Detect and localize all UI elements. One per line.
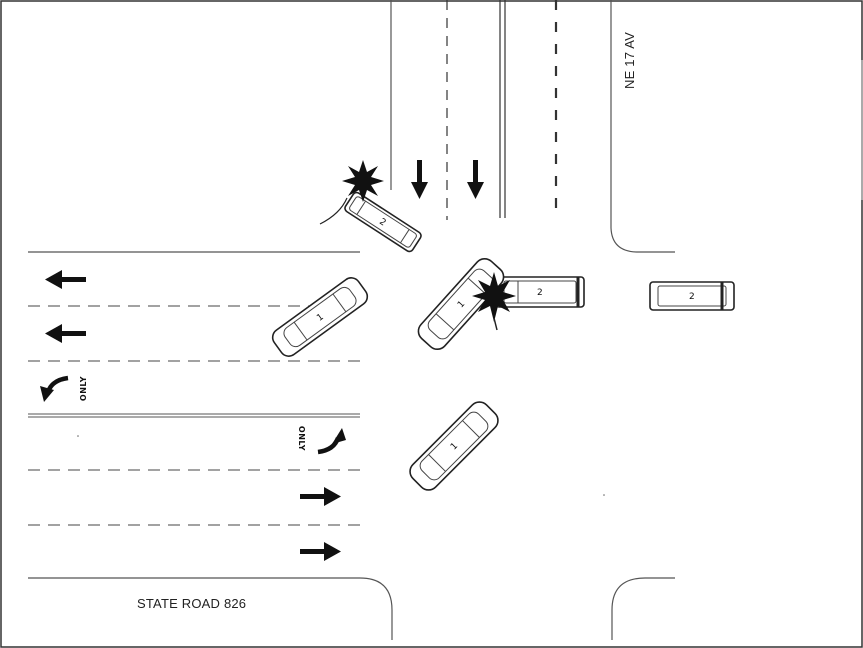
vehicle-label: 1 xyxy=(456,299,467,310)
arrow-down-icon xyxy=(411,160,428,199)
vehicle-2-approach: 2 xyxy=(649,281,735,311)
vehicle-label: 2 xyxy=(537,288,543,298)
arrow-down-icon xyxy=(467,160,484,199)
vehicle-1-final: 1 xyxy=(409,401,499,491)
speck xyxy=(603,494,605,496)
vehicle-1-approach: 1 xyxy=(271,277,369,357)
street-label-ne-17-av: NE 17 AV xyxy=(622,31,637,89)
impact-star-icon xyxy=(319,160,384,225)
impact-star-icon xyxy=(472,272,516,331)
speck xyxy=(77,435,79,437)
north-leg-lanes xyxy=(446,0,558,220)
skid-mark xyxy=(319,197,348,225)
west-leg-lanes xyxy=(28,305,360,526)
vehicle-label: 2 xyxy=(689,292,695,302)
vehicle-label: 1 xyxy=(449,441,460,452)
arrow-left-icon xyxy=(45,270,86,289)
arrow-right-icon xyxy=(300,542,341,561)
vehicle-2-final: 2 xyxy=(344,191,422,253)
southeast-curb xyxy=(611,577,675,640)
arrow-right-icon xyxy=(300,487,341,506)
turn-left-arrow-icon xyxy=(317,428,346,455)
vehicle-1-impact: 1 xyxy=(417,257,505,351)
lane-arrows xyxy=(40,160,484,561)
southwest-curb xyxy=(359,577,393,640)
vehicle-2-impact: 2 xyxy=(495,276,585,308)
vehicle-label: 1 xyxy=(315,312,326,323)
road-edges xyxy=(28,0,675,640)
northeast-curb xyxy=(610,227,675,253)
turn-left-arrow-icon xyxy=(40,375,69,402)
skid-mark xyxy=(493,317,498,331)
arrow-left-icon xyxy=(45,324,86,343)
vehicle-label: 2 xyxy=(377,217,387,229)
only-marking: ONLY xyxy=(297,425,307,452)
street-label-state-road-826: STATE ROAD 826 xyxy=(137,596,247,611)
only-marking: ONLY xyxy=(79,375,89,402)
